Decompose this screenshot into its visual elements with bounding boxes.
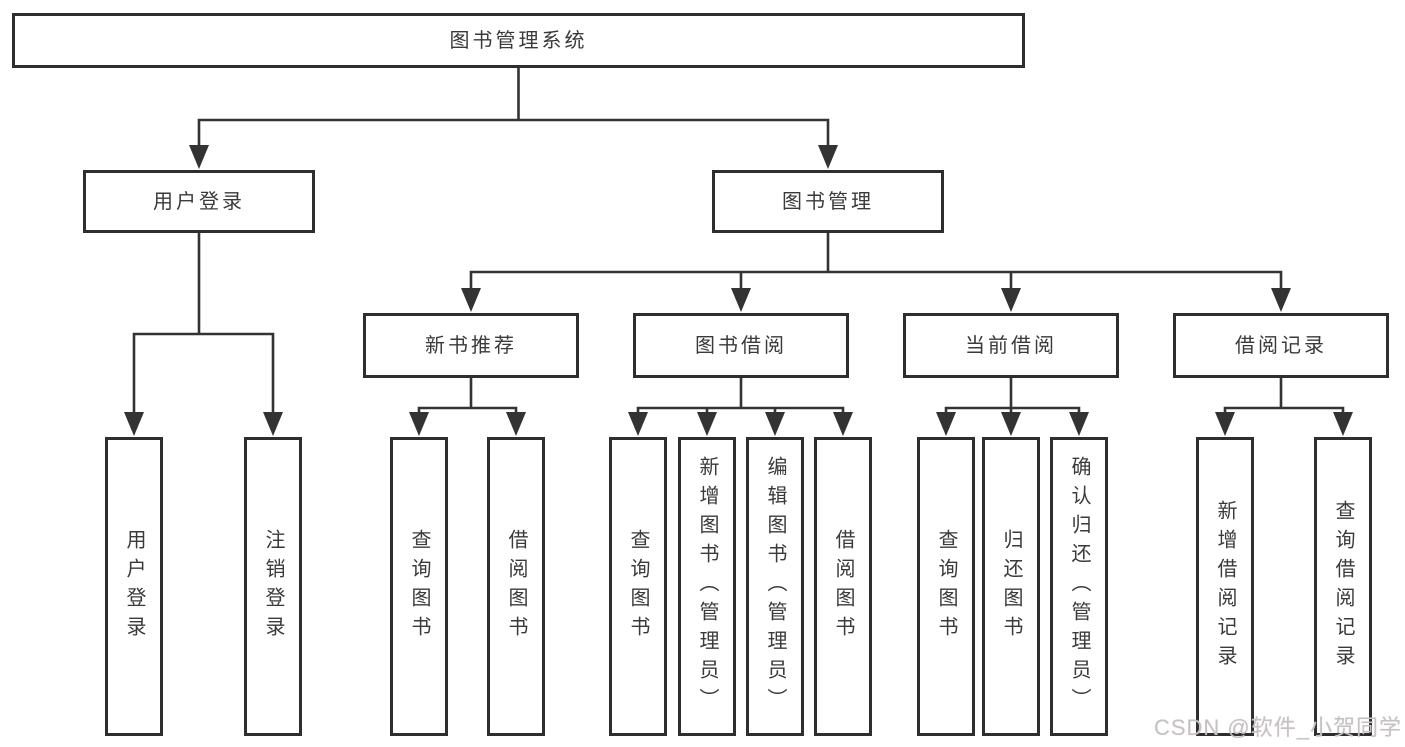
node-book-borrow: 图书借阅 bbox=[633, 313, 849, 378]
arrowhead-to-leaf-bb-add-book bbox=[697, 412, 717, 436]
node-label-leaf-rec-borrow-book: 借阅图书 bbox=[505, 528, 527, 645]
arrowhead-to-borrow-records bbox=[1271, 288, 1291, 312]
arrowhead-to-leaf-cb-confirm-return bbox=[1069, 412, 1089, 436]
arrowhead-to-user-login bbox=[189, 145, 209, 169]
node-leaf-rec-query-book: 查询图书 bbox=[390, 437, 448, 736]
node-new-book-rec: 新书推荐 bbox=[363, 313, 579, 378]
node-leaf-bb-query-book: 查询图书 bbox=[609, 437, 667, 736]
node-book-mgmt: 图书管理 bbox=[712, 170, 944, 233]
node-label-leaf-br-add-record: 新增借阅记录 bbox=[1214, 499, 1236, 674]
arrowhead-to-leaf-rec-borrow-book bbox=[506, 412, 526, 436]
node-leaf-rec-borrow-book: 借阅图书 bbox=[487, 437, 545, 736]
arrowhead-to-leaf-rec-query-book bbox=[409, 412, 429, 436]
node-label-leaf-bb-query-book: 查询图书 bbox=[627, 528, 649, 645]
edge-from-book-borrow bbox=[636, 378, 845, 418]
arrowhead-to-current-borrow bbox=[1001, 288, 1021, 312]
arrowhead-to-leaf-bb-borrow-book bbox=[833, 412, 853, 436]
arrowhead-to-leaf-logout bbox=[263, 412, 283, 436]
edge-from-new-book-rec bbox=[417, 378, 518, 418]
node-leaf-bb-add-book: 新增图书（管理员） bbox=[678, 437, 736, 736]
node-leaf-br-query-record: 查询借阅记录 bbox=[1314, 437, 1372, 736]
node-leaf-cb-return-book: 归还图书 bbox=[982, 437, 1040, 736]
node-borrow-records: 借阅记录 bbox=[1173, 313, 1389, 378]
node-label-leaf-bb-edit-book: 编辑图书（管理员） bbox=[764, 456, 786, 717]
node-label-leaf-rec-query-book: 查询图书 bbox=[408, 528, 430, 645]
node-leaf-bb-borrow-book: 借阅图书 bbox=[814, 437, 872, 736]
node-label-new-book-rec: 新书推荐 bbox=[425, 334, 517, 357]
node-label-root: 图书管理系统 bbox=[449, 29, 588, 52]
arrowhead-to-leaf-cb-query-book bbox=[936, 412, 956, 436]
node-label-leaf-cb-confirm-return: 确认归还（管理员） bbox=[1068, 456, 1090, 717]
node-user-login: 用户登录 bbox=[83, 170, 315, 233]
node-label-book-borrow: 图书借阅 bbox=[695, 334, 787, 357]
arrowhead-to-book-mgmt bbox=[818, 145, 838, 169]
edge-from-root bbox=[197, 68, 830, 151]
node-label-leaf-user-login: 用户登录 bbox=[123, 528, 145, 645]
arrowhead-to-new-book-rec bbox=[461, 288, 481, 312]
arrowhead-to-book-borrow bbox=[731, 288, 751, 312]
node-label-leaf-cb-return-book: 归还图书 bbox=[1000, 528, 1022, 645]
node-label-leaf-bb-borrow-book: 借阅图书 bbox=[832, 528, 854, 645]
node-leaf-bb-edit-book: 编辑图书（管理员） bbox=[746, 437, 804, 736]
edge-from-borrow-records bbox=[1223, 378, 1345, 418]
arrowhead-to-leaf-br-add-record bbox=[1215, 412, 1235, 436]
edge-from-book-mgmt bbox=[469, 233, 1283, 294]
edge-from-user-login bbox=[132, 233, 275, 418]
node-label-leaf-logout: 注销登录 bbox=[262, 528, 284, 645]
arrowhead-to-leaf-user-login bbox=[124, 412, 144, 436]
node-leaf-cb-confirm-return: 确认归还（管理员） bbox=[1050, 437, 1108, 736]
node-leaf-cb-query-book: 查询图书 bbox=[917, 437, 975, 736]
arrowhead-to-leaf-br-query-record bbox=[1333, 412, 1353, 436]
node-label-leaf-cb-query-book: 查询图书 bbox=[935, 528, 957, 645]
node-label-leaf-bb-add-book: 新增图书（管理员） bbox=[696, 456, 718, 717]
arrowhead-to-leaf-cb-return-book bbox=[1001, 412, 1021, 436]
node-label-current-borrow: 当前借阅 bbox=[965, 334, 1057, 357]
node-leaf-logout: 注销登录 bbox=[244, 437, 302, 736]
node-label-leaf-br-query-record: 查询借阅记录 bbox=[1332, 499, 1354, 674]
node-label-user-login: 用户登录 bbox=[153, 190, 245, 213]
arrowhead-to-leaf-bb-query-book bbox=[628, 412, 648, 436]
node-root: 图书管理系统 bbox=[12, 13, 1025, 68]
node-current-borrow: 当前借阅 bbox=[903, 313, 1119, 378]
node-leaf-user-login: 用户登录 bbox=[105, 437, 163, 736]
node-label-book-mgmt: 图书管理 bbox=[782, 190, 874, 213]
node-leaf-br-add-record: 新增借阅记录 bbox=[1196, 437, 1254, 736]
arrowhead-to-leaf-bb-edit-book bbox=[765, 412, 785, 436]
watermark: CSDN @软件_小贺同学 bbox=[1153, 715, 1402, 740]
node-label-borrow-records: 借阅记录 bbox=[1235, 334, 1327, 357]
